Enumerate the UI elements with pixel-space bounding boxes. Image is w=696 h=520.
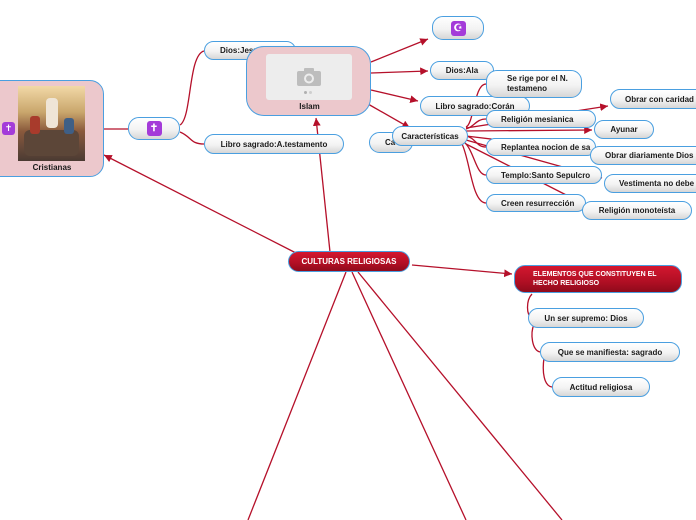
cristianas-label: Cristianas xyxy=(32,163,72,172)
central-topic[interactable]: CULTURAS RELIGIOSAS xyxy=(288,251,410,272)
star-crescent-icon: ☪ xyxy=(450,20,466,36)
latin-cross-icon: ✝ xyxy=(146,121,162,136)
cristianas-hub-node[interactable]: ✝ xyxy=(128,117,180,140)
islam-item-2[interactable]: Templo:Santo Sepulcro xyxy=(486,166,602,184)
islam-node[interactable]: Islam xyxy=(246,46,371,116)
cristianas-libro-node[interactable]: Libro sagrado:A.testamento xyxy=(204,134,344,154)
islam-right-item-0[interactable]: Obrar con caridad xyxy=(610,89,696,109)
islam-caracteristicas-node[interactable]: Características xyxy=(392,126,468,146)
elementos-item-2[interactable]: Actitud religiosa xyxy=(552,377,650,397)
camera-icon xyxy=(297,68,321,86)
islam-right-item-2[interactable]: Obrar diariamente Dios xyxy=(590,146,696,165)
elementos-item-1[interactable]: Que se manifiesta: sagrado xyxy=(540,342,680,362)
islam-right-item-1[interactable]: Ayunar xyxy=(594,120,654,139)
islam-symbol-node[interactable]: ☪ xyxy=(432,16,484,40)
latin-cross-icon: ✝ xyxy=(2,122,15,135)
elementos-item-0[interactable]: Un ser supremo: Dios xyxy=(528,308,644,328)
islam-right-item-4[interactable]: Religión monoteísta xyxy=(582,201,692,220)
islam-dios-node[interactable]: Dios:Ala xyxy=(430,61,494,80)
islam-item-3[interactable]: Creen resurrección xyxy=(486,194,586,212)
cristianas-image xyxy=(18,86,85,161)
islam-item-1[interactable]: Replantea nocion de sa xyxy=(486,138,596,156)
islam-image-placeholder xyxy=(266,54,352,100)
islam-label: Islam xyxy=(299,102,320,111)
cristianas-node[interactable]: Cristianas xyxy=(0,80,104,177)
islam-item-0[interactable]: Religión mesianica xyxy=(486,110,596,128)
islam-se-rige-node[interactable]: Se rige por el N. testameno xyxy=(486,70,582,98)
elementos-node[interactable]: ELEMENTOS QUE CONSTITUYEN EL HECHO RELIG… xyxy=(514,265,682,293)
islam-right-item-3[interactable]: Vestimenta no debe xyxy=(604,174,696,193)
placeholder-dots xyxy=(304,91,314,94)
